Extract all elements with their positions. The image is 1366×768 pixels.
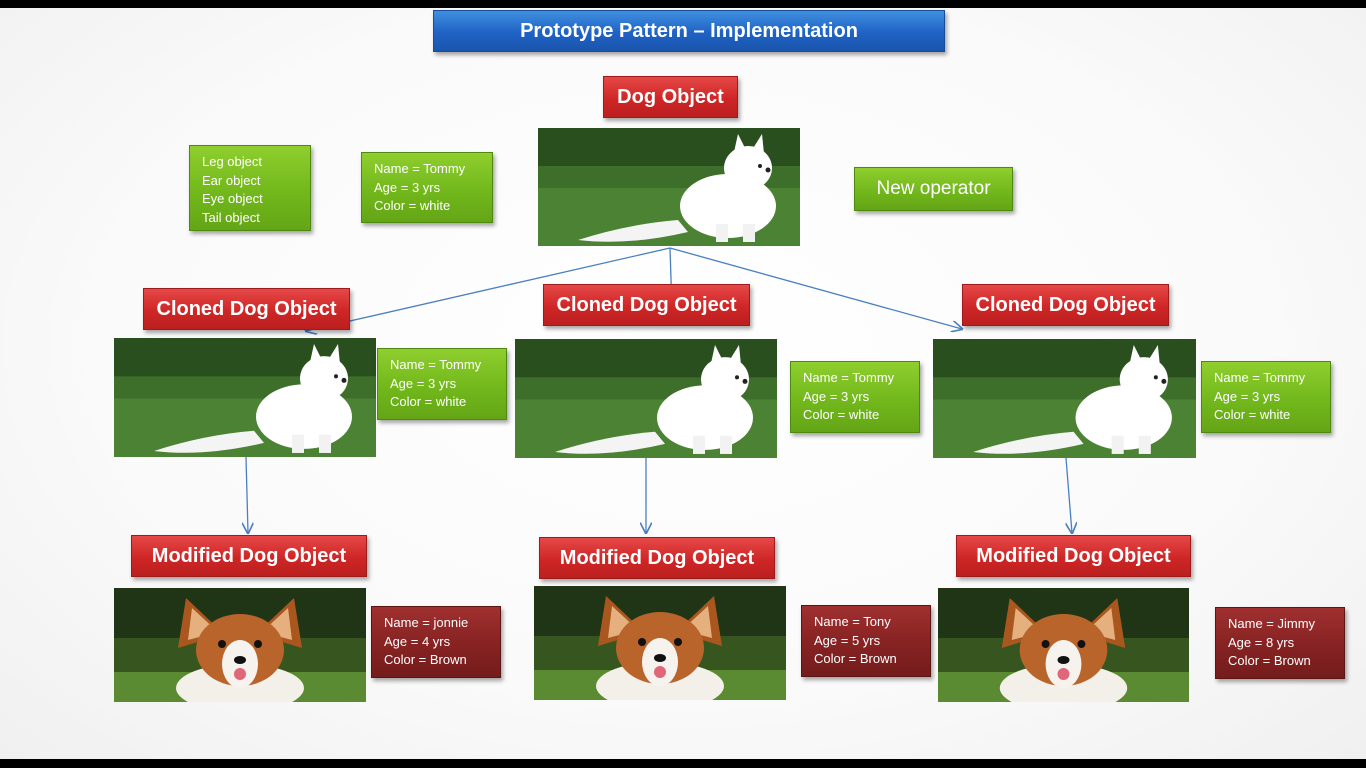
cloned-properties-1: Name = Tommy Age = 3 yrs Color = white: [377, 348, 507, 420]
cloned-dog-image-3: [933, 339, 1196, 458]
brown-dog-image-2: [534, 586, 786, 700]
modified-properties-2: Name = Tony Age = 5 yrs Color = Brown: [801, 605, 931, 677]
part-tail: Tail object: [202, 209, 260, 225]
part-eye: Eye object: [202, 191, 263, 206]
cloned-label-2: Cloned Dog Object: [543, 284, 750, 326]
property-age: Age = 5 yrs: [814, 632, 881, 648]
dog-parts-box: Leg object Ear object Eye object Tail ob…: [189, 145, 311, 231]
property-name: Name = Jimmy: [1228, 616, 1316, 631]
brown-dog-image-3: [938, 588, 1189, 702]
part-leg: Leg object: [202, 154, 262, 169]
new-operator-box: New operator: [854, 167, 1013, 211]
property-name: Name = Tommy: [374, 161, 466, 176]
property-color: Color = white: [374, 198, 451, 213]
cloned-properties-2: Name = Tommy Age = 3 yrs Color = white: [790, 361, 920, 433]
cloned-label-1: Cloned Dog Object: [143, 288, 350, 330]
property-color: Color = white: [390, 394, 467, 409]
property-color: Color = white: [1214, 407, 1291, 422]
property-age: Age = 4 yrs: [384, 633, 451, 649]
property-name: Name = jonnie: [384, 615, 469, 630]
property-color: Color = Brown: [814, 651, 897, 666]
dog-object-label: Dog Object: [603, 76, 738, 118]
property-age: Age = 3 yrs: [803, 388, 870, 404]
property-age: Age = 3 yrs: [1214, 388, 1281, 404]
part-ear: Ear object: [202, 172, 261, 188]
property-age: Age = 3 yrs: [390, 375, 457, 391]
modified-label-3: Modified Dog Object: [956, 535, 1191, 577]
modified-properties-1: Name = jonnie Age = 4 yrs Color = Brown: [371, 606, 501, 678]
arrow-to-modified-1: [246, 456, 248, 533]
property-color: Color = Brown: [1228, 653, 1311, 668]
cloned-dog-image-2: [515, 339, 777, 458]
brown-dog-image-1: [114, 588, 366, 702]
property-color: Color = white: [803, 407, 880, 422]
property-age: Age = 3 yrs: [374, 179, 441, 195]
arrow-to-modified-3: [1066, 457, 1072, 533]
property-color: Color = Brown: [384, 652, 467, 667]
property-name: Name = Tony: [814, 614, 891, 629]
diagram-title: Prototype Pattern – Implementation: [433, 10, 945, 52]
property-name: Name = Tommy: [390, 357, 482, 372]
property-name: Name = Tommy: [803, 370, 895, 385]
cloned-properties-3: Name = Tommy Age = 3 yrs Color = white: [1201, 361, 1331, 433]
modified-properties-3: Name = Jimmy Age = 8 yrs Color = Brown: [1215, 607, 1345, 679]
white-dog-image: [538, 128, 800, 246]
property-name: Name = Tommy: [1214, 370, 1306, 385]
modified-label-1: Modified Dog Object: [131, 535, 367, 577]
cloned-label-3: Cloned Dog Object: [962, 284, 1169, 326]
modified-label-2: Modified Dog Object: [539, 537, 775, 579]
property-age: Age = 8 yrs: [1228, 634, 1295, 650]
cloned-dog-image-1: [114, 338, 376, 457]
dog-properties-box: Name = Tommy Age = 3 yrs Color = white: [361, 152, 493, 223]
slide: Prototype Pattern – Implementation Dog O…: [0, 8, 1366, 759]
